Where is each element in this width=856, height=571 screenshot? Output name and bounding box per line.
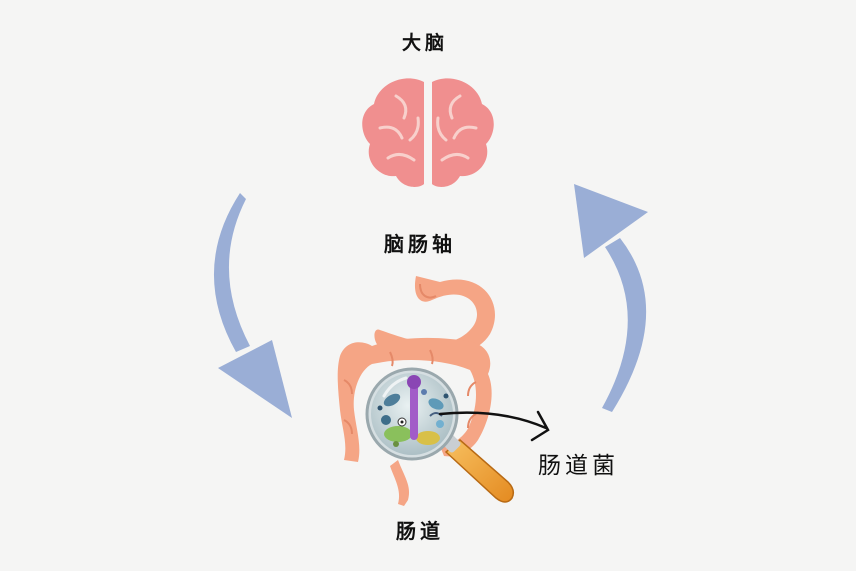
pointer-arrow-icon: [438, 410, 550, 442]
cycle-arrow-icon: [574, 184, 648, 412]
bacteria-icon: [377, 375, 449, 447]
gut-label: 肠道: [396, 519, 444, 543]
stomach-icon: [374, 276, 495, 358]
brain-gut-axis-label: 脑肠轴: [384, 232, 456, 256]
brain-label: 大脑: [402, 32, 449, 54]
brain-icon: [362, 78, 494, 187]
intestine-icon: [337, 337, 492, 506]
magnifier-icon: [365, 367, 515, 503]
cycle-arrow-icon: [213, 193, 292, 418]
gut-bacteria-label: 肠道菌: [538, 453, 619, 479]
